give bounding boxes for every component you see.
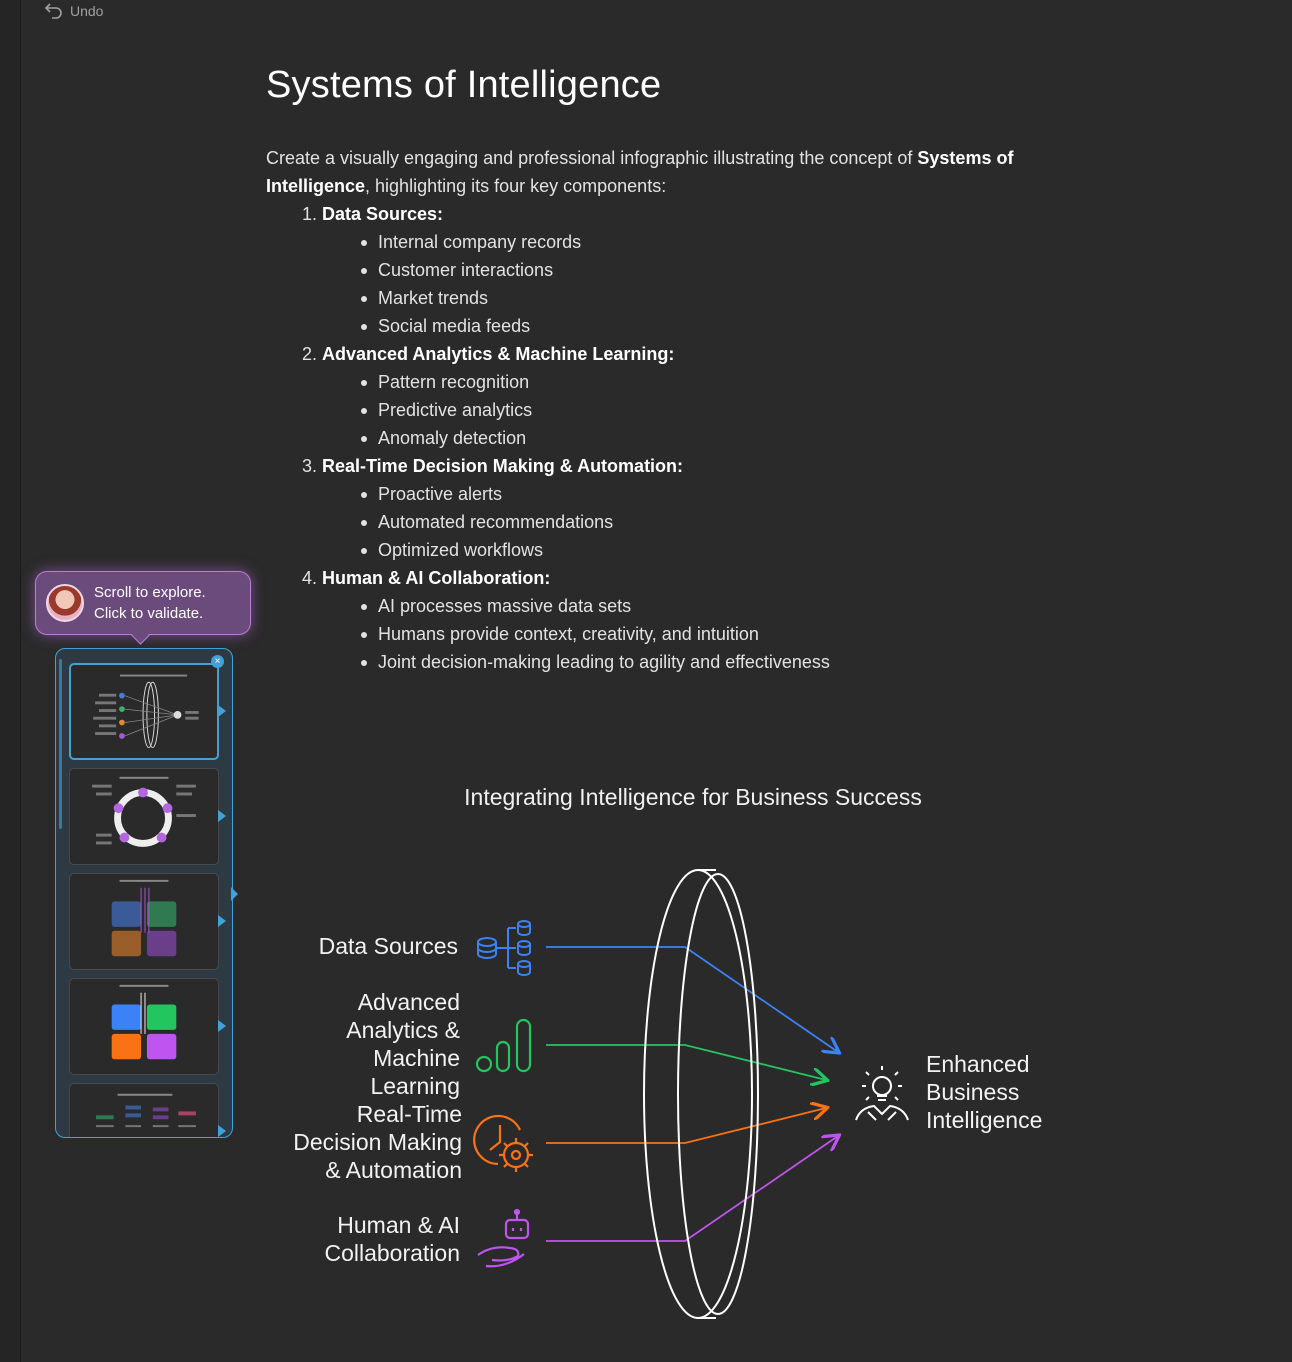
database-hierarchy-icon xyxy=(477,920,531,976)
page-title: Systems of Intelligence xyxy=(266,64,662,106)
thumbnail-play-icon[interactable] xyxy=(218,1125,226,1137)
prompt-intro: Create a visually engaging and professio… xyxy=(266,148,1014,196)
thumbnail-play-icon[interactable] xyxy=(218,705,226,717)
flow-line-decision xyxy=(546,1108,826,1144)
thumbnail-pointer-icon xyxy=(231,887,238,901)
list-item: Social media feeds xyxy=(361,312,1066,340)
thumbnail-play-icon[interactable] xyxy=(218,810,226,822)
flow-line-collaboration xyxy=(546,1136,838,1242)
lens-shape xyxy=(643,869,759,1319)
prompt-text: Create a visually engaging and professio… xyxy=(266,144,1066,676)
thumbnail-5[interactable] xyxy=(69,1083,219,1137)
list-item: Anomaly detection xyxy=(361,424,1066,452)
list-item: Pattern recognition xyxy=(361,368,1066,396)
input-label-analytics: Advanced Analytics & Machine Learning xyxy=(346,989,460,1099)
robot-hand-icon xyxy=(477,1208,530,1268)
input-label-data-sources: Data Sources xyxy=(318,933,458,959)
diagram-title: Integrating Intelligence for Business Su… xyxy=(464,784,922,810)
list-item: Customer interactions xyxy=(361,256,1066,284)
diagram-canvas xyxy=(473,869,909,1319)
avatar xyxy=(46,584,84,622)
thumbnail-4[interactable] xyxy=(69,978,219,1075)
list-item: Optimized workflows xyxy=(361,536,1066,564)
undo-label: Undo xyxy=(70,3,104,19)
component-item: Data Sources: Internal company records C… xyxy=(322,200,1066,340)
input-label-decision-making: Real-Time Decision Making & Automation xyxy=(293,1101,462,1183)
bar-chart-icon xyxy=(475,1018,532,1073)
thumbnail-play-icon[interactable] xyxy=(218,1020,226,1032)
flow-line-analytics xyxy=(546,1044,826,1080)
component-item: Advanced Analytics & Machine Learning: P… xyxy=(322,340,1066,452)
columns-thumb-icon xyxy=(96,1093,196,1128)
list-item: Market trends xyxy=(361,284,1066,312)
close-icon[interactable]: × xyxy=(211,655,224,668)
scroll-tooltip[interactable]: Scroll to explore. Click to validate. xyxy=(35,571,251,635)
component-item: Human & AI Collaboration: AI processes m… xyxy=(322,564,1066,676)
component-list: Data Sources: Internal company records C… xyxy=(266,200,1066,676)
thumbnail-1[interactable] xyxy=(69,663,219,760)
left-rail xyxy=(0,0,21,1362)
list-item: Automated recommendations xyxy=(361,508,1066,536)
list-item: Internal company records xyxy=(361,228,1066,256)
quadrant-diagram-thumb-icon xyxy=(111,879,177,957)
lens-diagram-thumb-icon xyxy=(93,674,199,748)
output-label: Enhanced Business Intelligence xyxy=(926,1051,1043,1133)
thumbnail-2[interactable] xyxy=(69,768,219,865)
thumbnail-3[interactable] xyxy=(69,873,219,970)
quadrant-bright-thumb-icon xyxy=(111,984,177,1060)
list-item: Joint decision-making leading to agility… xyxy=(361,648,1066,676)
clock-gear-icon xyxy=(473,1114,533,1172)
ring-diagram-thumb-icon xyxy=(92,776,196,847)
list-item: Humans provide context, creativity, and … xyxy=(361,620,1066,648)
thumbnail-play-icon[interactable] xyxy=(218,915,226,927)
list-item: Predictive analytics xyxy=(361,396,1066,424)
input-label-collaboration: Human & AI Collaboration xyxy=(324,1212,460,1266)
undo-button[interactable]: Undo xyxy=(44,0,103,22)
thumbnail-panel[interactable] xyxy=(55,648,233,1138)
list-item: Proactive alerts xyxy=(361,480,1066,508)
tooltip-text: Scroll to explore. Click to validate. xyxy=(94,584,206,622)
undo-icon xyxy=(44,3,62,19)
thumbnail-scrollbar[interactable] xyxy=(59,659,62,829)
diagram: Data Sources Advanced Analytics & Machin… xyxy=(270,850,1070,1330)
component-item: Real-Time Decision Making & Automation: … xyxy=(322,452,1066,564)
idea-person-icon xyxy=(855,1066,909,1121)
list-item: AI processes massive data sets xyxy=(361,592,1066,620)
flow-line-data-sources xyxy=(546,946,838,1052)
